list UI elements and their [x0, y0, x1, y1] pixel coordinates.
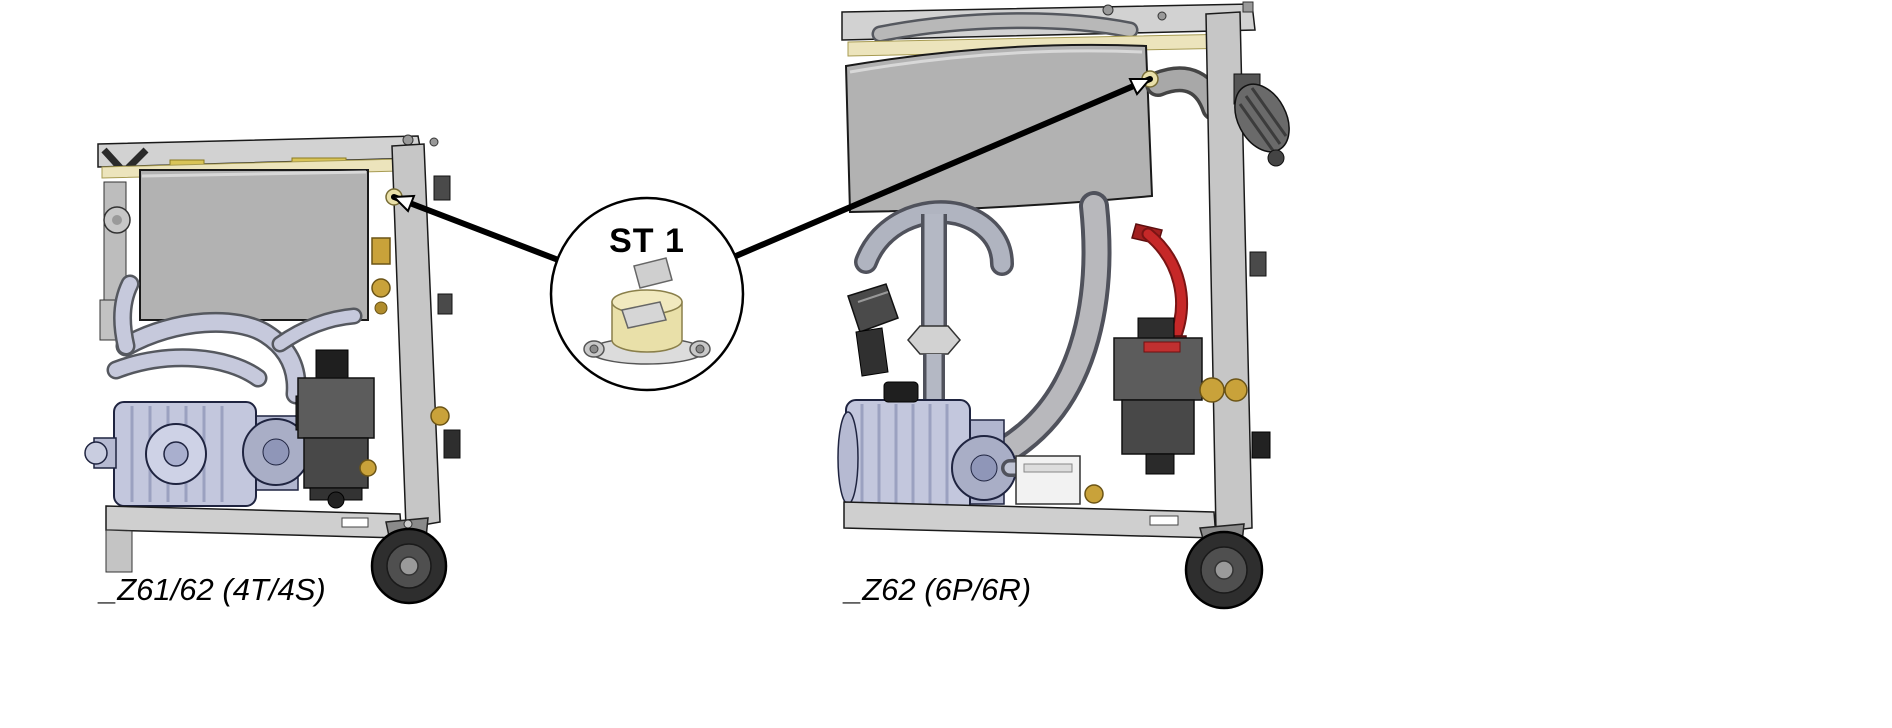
right-machine-valve-assembly: [1113, 317, 1225, 475]
hex-nut: [907, 325, 961, 355]
panel-highlight: [141, 170, 367, 178]
sensor-lug-screw: [589, 344, 599, 354]
rail-knob: [1249, 251, 1267, 277]
brass-fitting: [1224, 378, 1248, 402]
right-machine-illustration: [837, 1, 1290, 610]
left-machine-base: [105, 505, 448, 605]
rail-knob: [443, 429, 461, 459]
callout-bubble: ST 1: [549, 196, 745, 392]
frame-foot: [105, 529, 133, 573]
rail-knob: [437, 293, 453, 315]
brass-fitting: [1084, 484, 1104, 504]
frame-bolt: [429, 137, 439, 147]
sensor-front-tab: [621, 301, 667, 329]
pipe: [118, 314, 305, 402]
pipe: [109, 350, 265, 385]
rail-knob: [1251, 431, 1271, 459]
pipe: [274, 310, 360, 350]
valve-lower-body: [303, 437, 369, 489]
frame-bolt: [1242, 1, 1254, 13]
right-machine-heat-exchanger: [844, 43, 1154, 214]
motor-shaft-end: [84, 441, 108, 465]
motor-end: [837, 411, 859, 505]
brass-fitting: [430, 406, 450, 426]
sensor-icon: [583, 257, 711, 365]
valve-bottom-cylinder: [1145, 453, 1175, 475]
caster-wheel-hub: [399, 556, 419, 576]
left-machine-caption: _Z61/62 (4T/4S): [97, 572, 326, 607]
right-machine-pump: [837, 381, 1045, 517]
sensor-lug-screw: [695, 344, 705, 354]
right-machine-top-frame: [841, 1, 1256, 57]
motor-body: [845, 399, 971, 517]
sensor-top-tab: [633, 257, 673, 289]
filter-tip: [1267, 149, 1285, 167]
filter-fins: [1238, 87, 1288, 153]
left-machine-pump: [84, 401, 310, 507]
left-machine-illustration: [84, 134, 461, 605]
motor-end-bell-hub: [163, 441, 189, 467]
leader-arrowhead-right: [1128, 78, 1153, 96]
pump-head-hub: [970, 454, 998, 482]
valve-body: [297, 377, 375, 439]
left-machine-right-rail: [391, 143, 461, 529]
white-box: [1015, 455, 1081, 505]
right-machine-base: [843, 501, 1264, 610]
rail-slot: [341, 517, 369, 528]
rail-slot: [1149, 515, 1179, 526]
valve-red-band: [1143, 341, 1181, 353]
panel-highlight: [849, 49, 1143, 74]
left-machine-valve-assembly: [295, 349, 377, 509]
exchanger-panel: [139, 169, 369, 321]
hose: [1143, 229, 1186, 345]
arc-pipe: [857, 203, 1011, 273]
vertical-rail: [391, 143, 441, 529]
valve-knob: [327, 491, 345, 509]
callout-label: ST 1: [609, 222, 685, 260]
pipe: [115, 277, 137, 353]
pump-head-hub: [262, 438, 290, 466]
caster-wheel-hub: [1214, 560, 1234, 580]
right-machine-caption: _Z62 (6P/6R): [842, 572, 1031, 607]
round-fitting-center: [112, 215, 122, 225]
left-machine-brass-fittings: [371, 237, 391, 315]
component-stripe: [857, 291, 889, 303]
motor-ribs: [860, 404, 949, 512]
brass-fitting: [359, 459, 377, 477]
frame-bolt: [1157, 11, 1167, 21]
vertical-rail: [1205, 11, 1253, 533]
valve-lower-body: [1121, 399, 1195, 455]
motor-top-cylinder: [883, 381, 919, 403]
dark-bracket: [855, 327, 889, 377]
valve-top-cylinder: [315, 349, 349, 379]
left-machine-pipes: [106, 274, 363, 405]
brass-fitting: [1199, 377, 1225, 403]
right-machine-right-rail-group: [1145, 11, 1290, 533]
left-machine-heat-exchanger: [139, 169, 369, 321]
brass-fitting: [371, 278, 391, 298]
frame-bolt: [1102, 4, 1114, 16]
frame-bolt: [402, 134, 414, 146]
angled-dark-component: [847, 283, 899, 333]
top-pipe: [874, 14, 1136, 40]
valve-top: [1137, 317, 1175, 341]
caster-bolt: [403, 519, 413, 529]
right-machine-control-box: [1015, 455, 1104, 505]
leader-arrowhead-left: [391, 194, 416, 213]
brass-fitting: [371, 237, 391, 265]
brass-fitting: [374, 301, 388, 315]
rail-knob: [433, 175, 451, 201]
white-box-slot: [1023, 463, 1073, 473]
